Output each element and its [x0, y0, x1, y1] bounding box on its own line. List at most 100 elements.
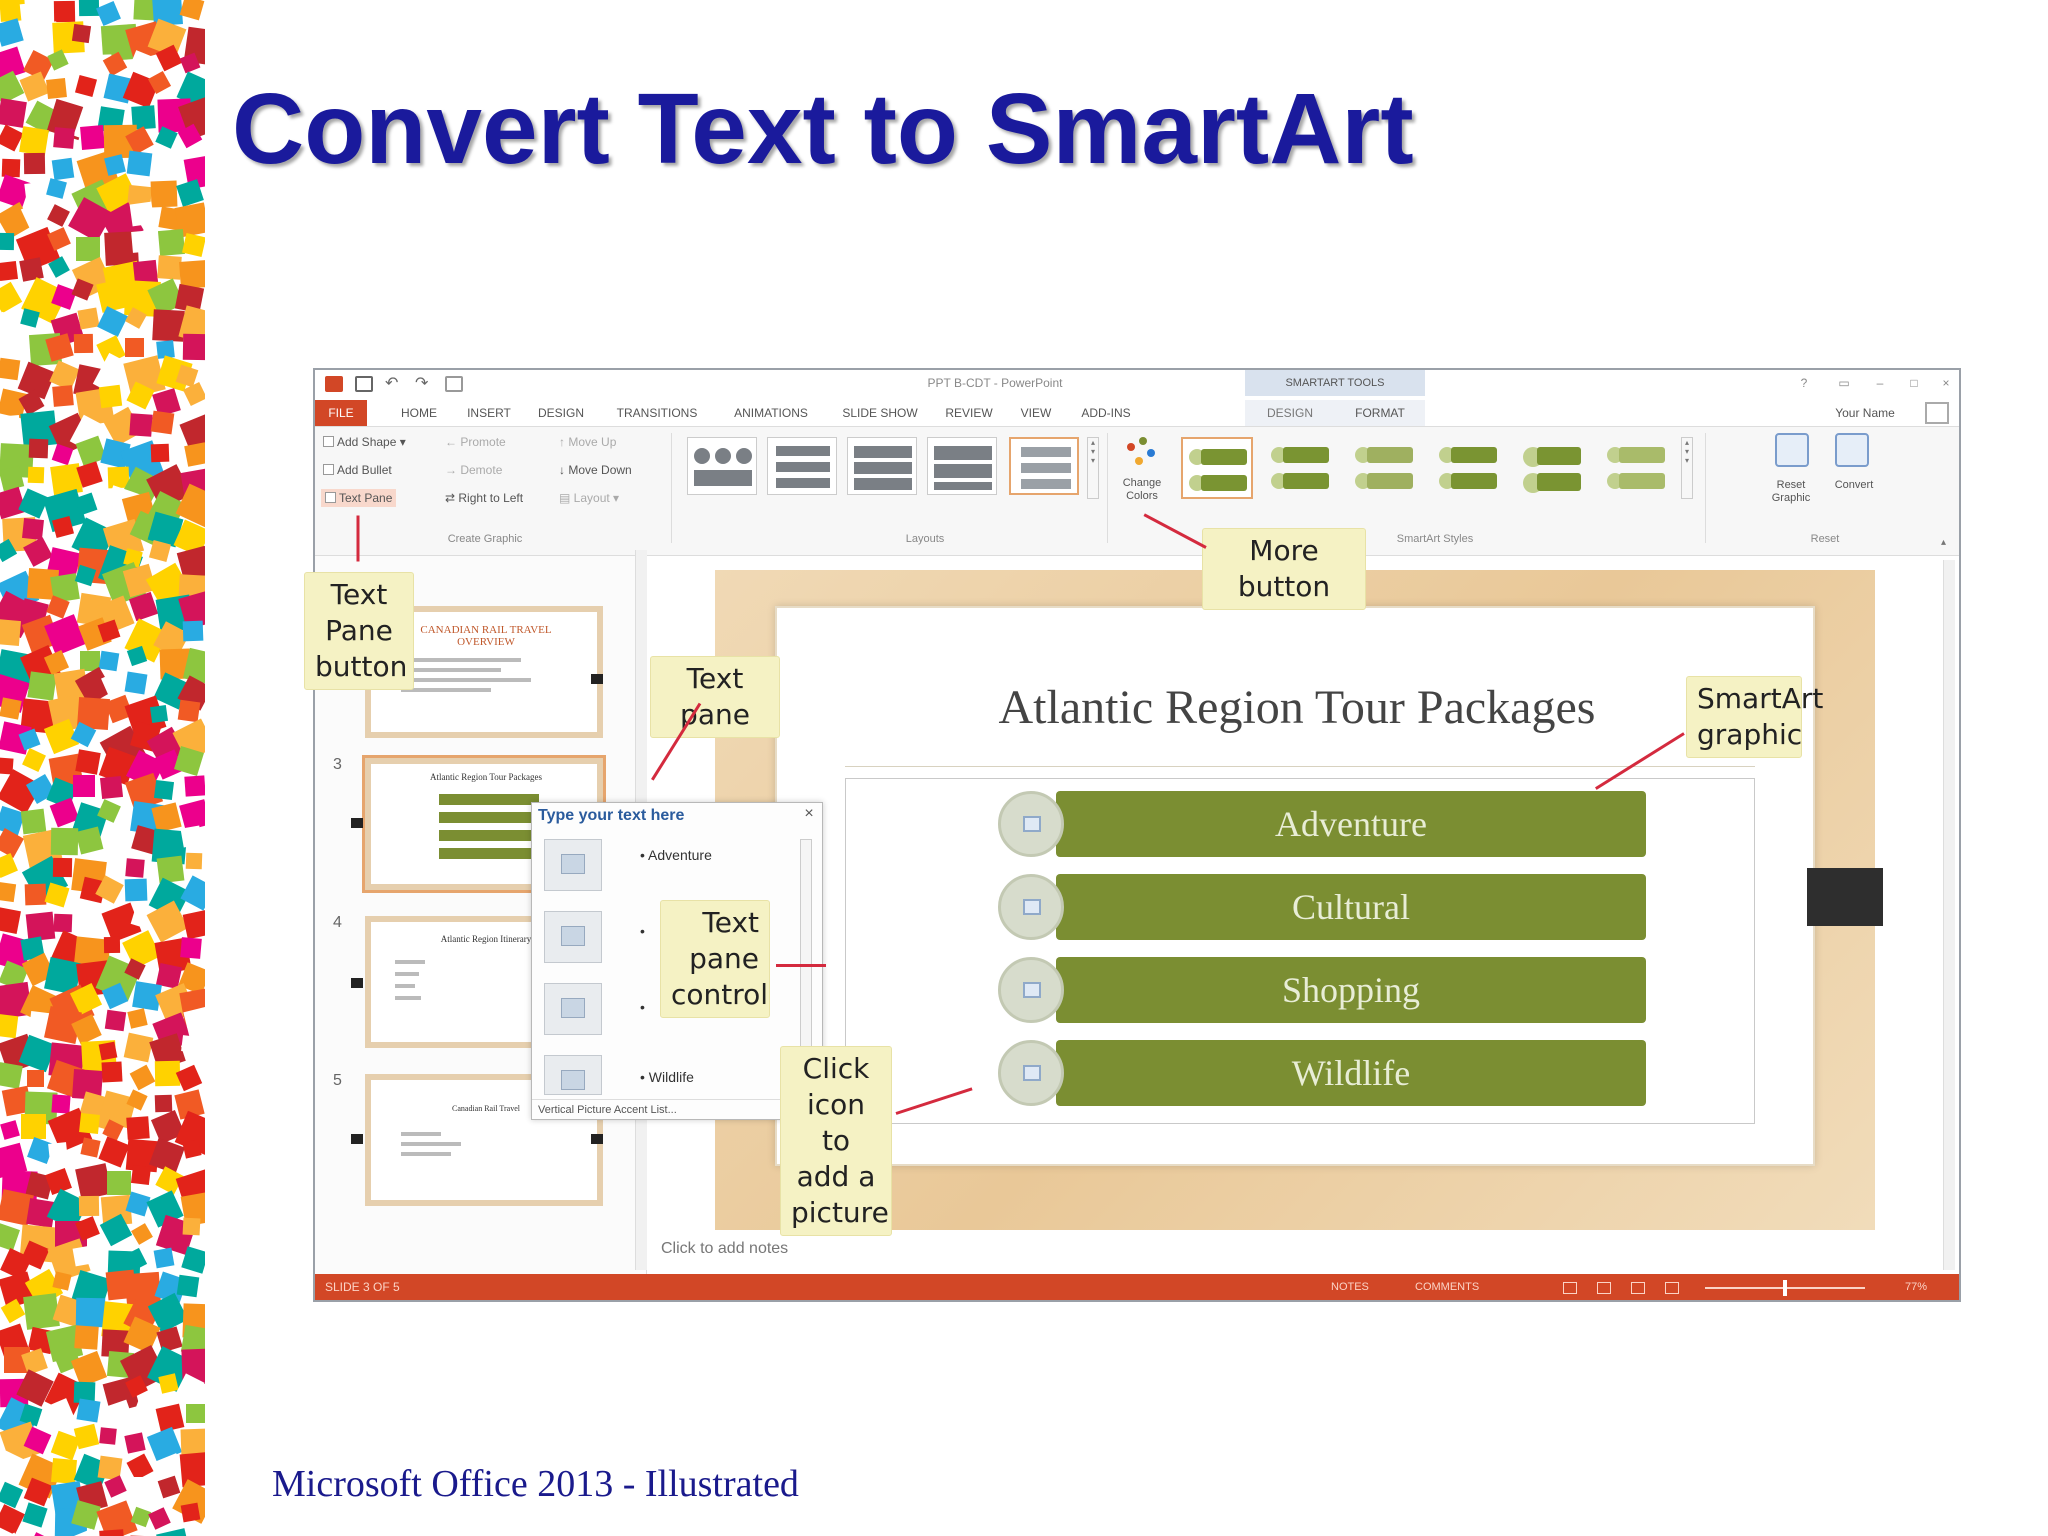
notes-button[interactable]: NOTES [1331, 1281, 1369, 1293]
layout-thumb-selected[interactable] [1009, 437, 1079, 495]
ribbon-tabs: FILE HOME INSERT DESIGN TRANSITIONS ANIM… [315, 400, 1959, 426]
tab-slide-show[interactable]: SLIDE SHOW [842, 406, 918, 420]
picture-placeholder[interactable] [998, 791, 1064, 857]
maximize-icon[interactable]: □ [1910, 376, 1918, 390]
add-shape-button[interactable]: Add Shape ▾ [323, 435, 406, 449]
tab-animations[interactable]: ANIMATIONS [734, 406, 808, 420]
bullet-item[interactable]: • [640, 999, 645, 1015]
bullet-item[interactable]: • [640, 923, 645, 939]
picture-icon[interactable] [1023, 982, 1041, 998]
customize-qat-icon[interactable] [445, 376, 463, 392]
smartart-shape[interactable]: Cultural [1056, 874, 1646, 940]
tab-design[interactable]: DESIGN [537, 406, 584, 420]
workspace-scrollbar[interactable] [1943, 560, 1955, 1270]
decorative-tile [24, 883, 47, 906]
text-pane-button[interactable]: Text Pane [321, 489, 397, 507]
account-name[interactable]: Your Name [1835, 406, 1895, 420]
style-thumb-2[interactable] [1265, 437, 1337, 499]
layout-thumb-3[interactable] [847, 437, 917, 495]
slide-sorter-icon[interactable] [1597, 1282, 1611, 1294]
change-colors-icon[interactable] [1123, 435, 1159, 471]
account-avatar[interactable] [1925, 402, 1949, 424]
picture-placeholder[interactable] [998, 874, 1064, 940]
slide-canvas[interactable]: Atlantic Region Tour Packages Adventure … [775, 606, 1815, 1166]
minimize-icon[interactable]: – [1876, 376, 1884, 390]
tab-review[interactable]: REVIEW [945, 406, 993, 420]
notes-placeholder[interactable]: Click to add notes [661, 1240, 789, 1257]
style-thumb-selected[interactable] [1181, 437, 1253, 499]
text-pane-footer[interactable]: Vertical Picture Accent List... [532, 1099, 822, 1119]
zoom-level[interactable]: 77% [1905, 1281, 1928, 1293]
layouts-label: Layouts [905, 533, 945, 545]
close-icon[interactable]: × [804, 805, 814, 822]
move-up-button[interactable]: ↑ Move Up [559, 435, 617, 449]
help-icon[interactable]: ? [1800, 376, 1808, 390]
undo-icon[interactable]: ↶ [385, 375, 399, 392]
layout-thumb-2[interactable] [767, 437, 837, 495]
decorative-tile [176, 1274, 200, 1298]
picture-icon[interactable] [1023, 1065, 1041, 1081]
styles-more-button[interactable]: ▴▾▾ [1681, 437, 1693, 499]
tab-file[interactable]: FILE [315, 400, 367, 426]
slide-heading[interactable]: Atlantic Region Tour Packages [998, 681, 1596, 734]
decorative-tile [125, 338, 144, 357]
reset-graphic-button[interactable]: Reset Graphic [1771, 479, 1811, 504]
save-icon[interactable] [355, 376, 373, 392]
comments-button[interactable]: COMMENTS [1415, 1281, 1480, 1293]
picture-placeholder[interactable] [998, 1040, 1064, 1106]
callout-text-pane-button: Text Pane button [304, 572, 414, 690]
tab-insert[interactable]: INSERT [467, 406, 511, 420]
tab-format[interactable]: FORMAT [1335, 400, 1425, 426]
smartart-shape[interactable]: Shopping [1056, 957, 1646, 1023]
convert-icon[interactable] [1835, 433, 1869, 467]
zoom-slider-thumb[interactable] [1783, 1280, 1787, 1296]
normal-view-icon[interactable] [1563, 1282, 1577, 1294]
tab-home[interactable]: HOME [401, 406, 437, 420]
bullet-item[interactable]: • Adventure [640, 847, 712, 863]
ribbon-display-icon[interactable]: ▭ [1838, 376, 1850, 390]
layout-thumb-4[interactable] [927, 437, 997, 495]
add-bullet-button[interactable]: Add Bullet [323, 463, 392, 477]
picture-icon[interactable] [1023, 816, 1041, 832]
close-window-icon[interactable]: × [1942, 376, 1950, 390]
decorative-tile [80, 125, 105, 150]
layouts-more-button[interactable]: ▴▾▾ [1087, 437, 1099, 499]
picture-icon[interactable] [1023, 899, 1041, 915]
promote-button[interactable]: ← Promote [445, 435, 506, 449]
decorative-tile [185, 852, 203, 870]
tab-transitions[interactable]: TRANSITIONS [616, 406, 698, 420]
selection-handle[interactable] [1807, 868, 1883, 926]
smartart-shape[interactable]: Adventure [1056, 791, 1646, 857]
bullet-item[interactable]: • Wildlife [640, 1069, 694, 1085]
reading-view-icon[interactable] [1631, 1282, 1645, 1294]
picture-placeholder[interactable] [544, 1055, 602, 1095]
picture-placeholder[interactable] [544, 911, 602, 963]
window-title: PPT B-CDT - PowerPoint [927, 376, 1063, 390]
layout-button[interactable]: ▤ Layout ▾ [559, 491, 620, 505]
style-thumb-4[interactable] [1433, 437, 1505, 499]
layout-thumb-1[interactable] [687, 437, 757, 495]
ribbon-separator [1107, 433, 1108, 543]
collapse-ribbon-icon[interactable]: ▴ [1941, 537, 1947, 548]
move-down-button[interactable]: ↓ Move Down [559, 463, 632, 477]
picture-placeholder[interactable] [998, 957, 1064, 1023]
style-thumb-6[interactable] [1601, 437, 1673, 499]
slide-show-icon[interactable] [1665, 1282, 1679, 1294]
text-pane-icon [325, 492, 336, 503]
demote-button[interactable]: → Demote [445, 463, 503, 477]
reset-graphic-icon[interactable] [1775, 433, 1809, 467]
picture-placeholder[interactable] [544, 983, 602, 1035]
picture-placeholder[interactable] [544, 839, 602, 891]
decorative-tile [107, 1171, 131, 1195]
tab-view[interactable]: VIEW [1020, 406, 1052, 420]
convert-button[interactable]: Convert [1834, 479, 1874, 491]
smartart-shape[interactable]: Wildlife [1056, 1040, 1646, 1106]
style-thumb-5[interactable] [1517, 437, 1589, 499]
redo-icon[interactable]: ↷ [415, 375, 429, 392]
tab-add-ins[interactable]: ADD-INS [1081, 406, 1131, 420]
smartart-frame[interactable]: Adventure Cultural Shopping Wildlife [845, 778, 1755, 1124]
tab-smartart-design[interactable]: DESIGN [1245, 400, 1335, 426]
style-thumb-3[interactable] [1349, 437, 1421, 499]
change-colors-button[interactable]: Change Colors [1122, 477, 1162, 502]
right-to-left-button[interactable]: ⇄ Right to Left [445, 491, 524, 505]
